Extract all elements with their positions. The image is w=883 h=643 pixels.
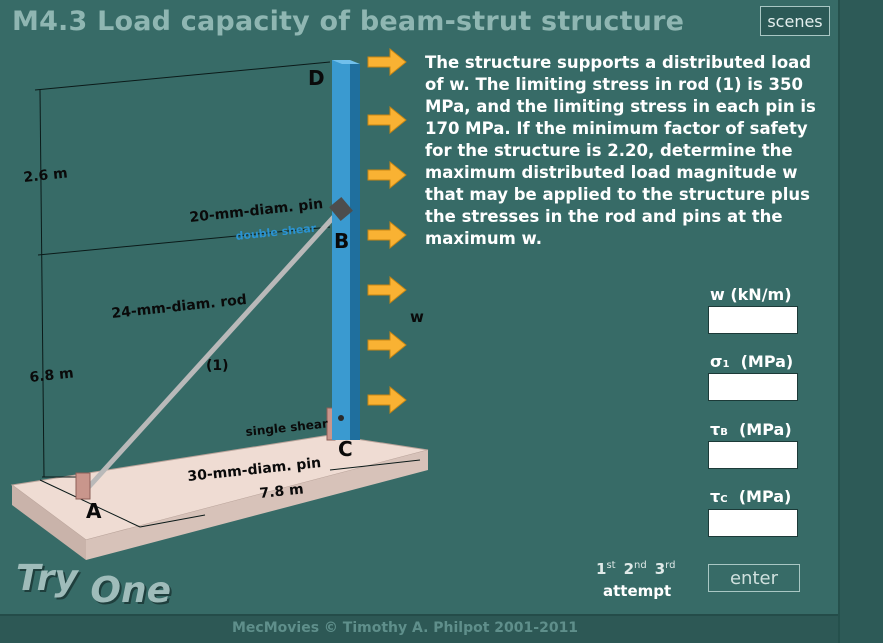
label-b: B <box>334 229 349 253</box>
tauB-units: (MPa) <box>727 420 792 439</box>
tauC-symbol: τ <box>710 487 721 506</box>
pin-c <box>338 415 344 421</box>
enter-button[interactable]: enter <box>708 564 800 592</box>
shear-c-label: single shear <box>245 416 329 439</box>
load-arrow-icon <box>367 385 407 415</box>
try-one-logo: Try One <box>16 558 171 611</box>
w-label: w (kN/m) <box>710 285 792 304</box>
attempt-1: 1st <box>596 560 616 578</box>
page-title: M4.3 Load capacity of beam-strut structu… <box>12 6 685 37</box>
attempt-counter: 1st 2nd 3rd <box>596 560 675 578</box>
tauC-label: τC (MPa) <box>710 487 791 506</box>
tauC-input[interactable] <box>708 509 798 537</box>
shear-b-label: double shear <box>235 222 317 243</box>
footer-bar <box>0 614 838 643</box>
load-arrow-icon <box>367 160 407 190</box>
tauC-units: (MPa) <box>727 487 792 506</box>
column-d-c <box>332 60 360 440</box>
rod-1 <box>84 208 342 492</box>
attempt-2: 2nd <box>623 560 647 578</box>
sigma1-symbol: σ <box>710 352 723 371</box>
tauB-input[interactable] <box>708 441 798 469</box>
sigma1-input[interactable] <box>708 373 798 401</box>
problem-statement: The structure supports a distributed loa… <box>425 53 816 248</box>
load-arrow-icon <box>367 47 407 77</box>
pin-b-label: 20-mm-diam. pin <box>189 196 324 226</box>
load-arrow-icon <box>367 105 407 135</box>
rod-label: 24-mm-diam. rod <box>111 292 248 322</box>
attempt-3: 3rd <box>654 560 676 578</box>
rod-number-label: (1) <box>206 358 229 374</box>
structure-diagram: D B C A 2.6 m 6.8 m 7.8 m 20-mm-diam. pi… <box>10 47 429 560</box>
load-arrow-icon <box>367 220 407 250</box>
right-rail <box>838 0 883 643</box>
pin-b <box>329 196 353 222</box>
dim-base-label: 7.8 m <box>259 481 305 502</box>
attempt-label: attempt <box>603 582 672 600</box>
base-slab <box>10 434 429 560</box>
tauB-subscript: B <box>720 427 728 438</box>
footer-credit: MecMovies © Timothy A. Philpot 2001-2011 <box>232 620 579 636</box>
label-d: D <box>308 66 325 90</box>
load-arrow-icon <box>367 330 407 360</box>
sigma1-subscript: 1 <box>722 359 730 370</box>
w-input[interactable] <box>708 306 798 334</box>
sigma1-label: σ1 (MPa) <box>710 352 793 371</box>
pin-bracket-a <box>75 472 91 500</box>
tauC-subscript: C <box>720 494 728 505</box>
scenes-button[interactable]: scenes <box>760 6 830 36</box>
load-arrow-icon <box>367 275 407 305</box>
load-arrows <box>367 47 407 415</box>
one-text: One <box>90 570 172 611</box>
dim-lower-label: 6.8 m <box>29 365 75 386</box>
label-a: A <box>86 499 102 523</box>
dimension-lines <box>34 61 421 528</box>
tauB-label: τB (MPa) <box>710 420 792 439</box>
load-label: w <box>410 308 424 326</box>
sigma1-units: (MPa) <box>729 352 794 371</box>
label-c: C <box>338 437 353 461</box>
tauB-symbol: τ <box>710 420 721 439</box>
try-text: Try <box>16 558 78 599</box>
dim-upper-label: 2.6 m <box>23 165 69 186</box>
